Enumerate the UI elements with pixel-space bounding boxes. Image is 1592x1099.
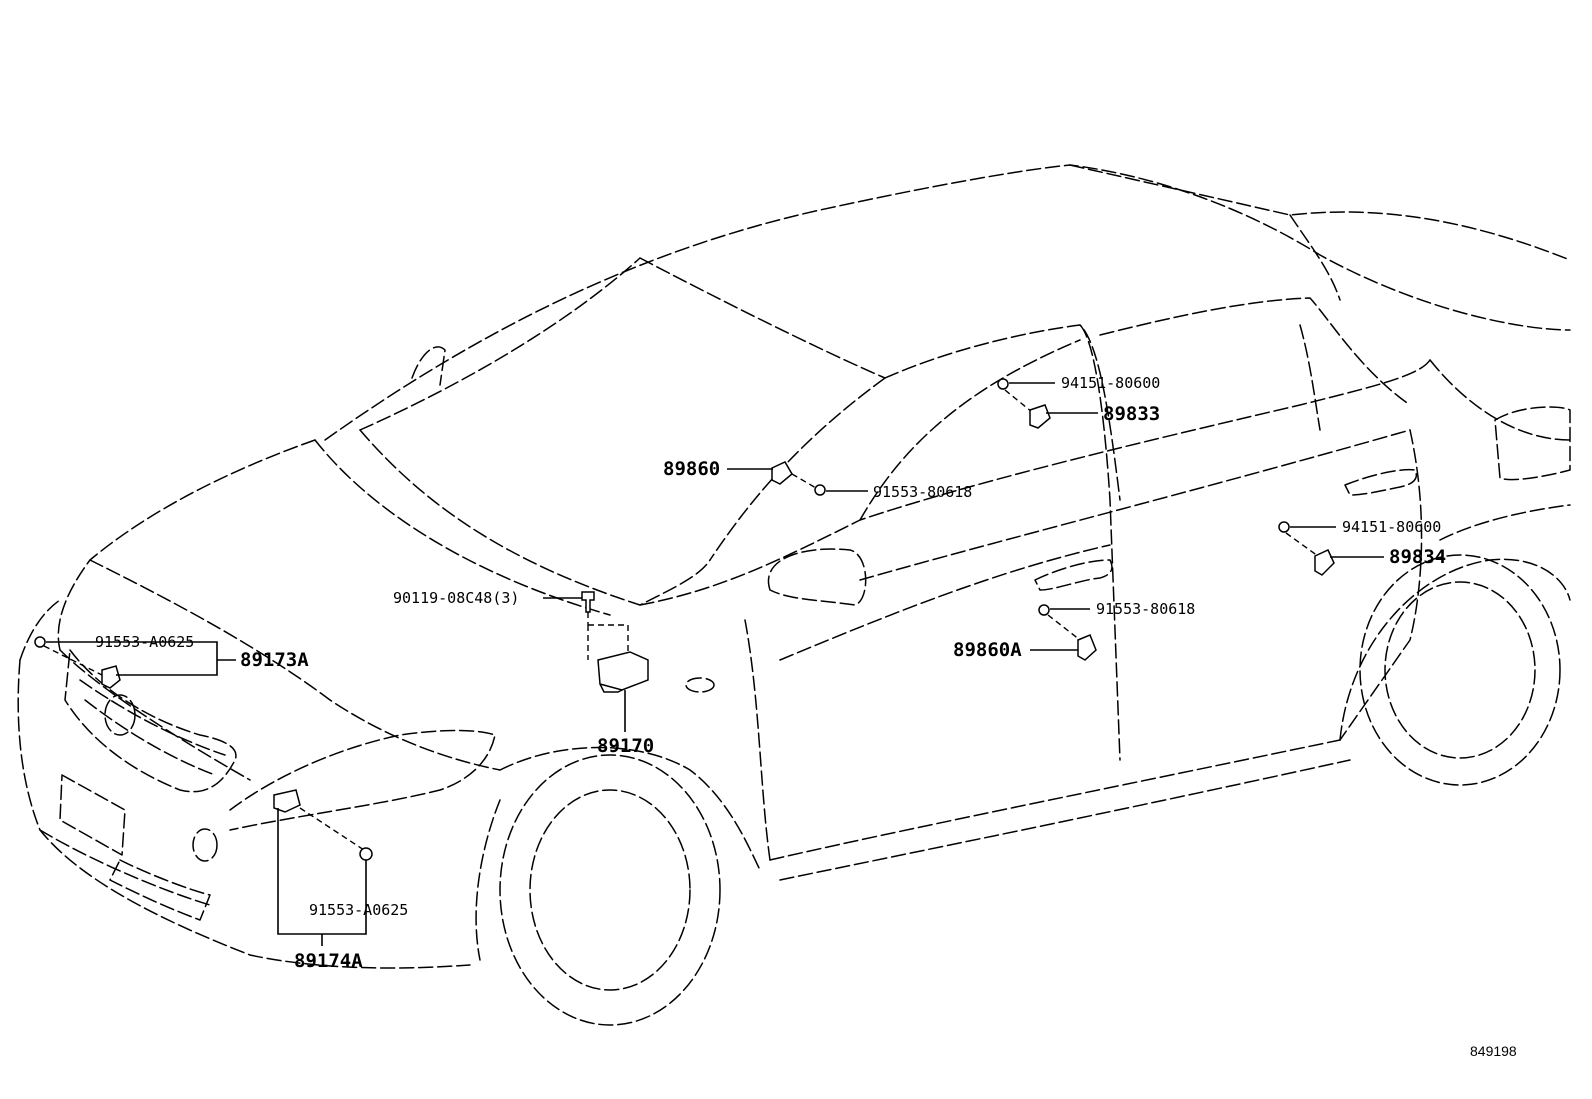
callout-91553-a0625-upper: 91553-A0625 <box>95 633 194 651</box>
airbag-ecu-89170 <box>597 651 649 691</box>
callout-89174A: 89174A <box>294 950 363 972</box>
leader-lines <box>46 382 1384 946</box>
sensor-89834 <box>1314 549 1335 576</box>
nut-94151-upper <box>997 378 1009 390</box>
bolt-91553-a0625-upper <box>34 636 46 648</box>
car-body-outline <box>17 164 1571 1026</box>
callout-89170: 89170 <box>597 735 654 757</box>
callout-labels: 94151-80600 89833 89860 91553-80618 9415… <box>95 374 1446 972</box>
callout-89833: 89833 <box>1103 403 1160 425</box>
callout-89834: 89834 <box>1389 546 1446 568</box>
callout-94151-80600-upper: 94151-80600 <box>1061 374 1160 392</box>
bolt-91553-80618-upper <box>814 484 826 496</box>
sensor-89860A <box>1077 634 1097 661</box>
bolt-90119 <box>581 591 595 613</box>
callout-89860A: 89860A <box>953 639 1022 661</box>
callout-89173A: 89173A <box>240 649 309 671</box>
callout-91553-80618-lower: 91553-80618 <box>1096 600 1195 618</box>
callout-91553-a0625-lower: 91553-A0625 <box>309 901 408 919</box>
sensor-89833 <box>1029 404 1051 429</box>
callout-94151-80600-lower: 94151-80600 <box>1342 518 1441 536</box>
sensor-89173A <box>101 665 121 689</box>
bolt-91553-a0625-lower <box>359 847 373 861</box>
sensor-89174A <box>273 789 301 813</box>
nut-94151-lower <box>1278 521 1290 533</box>
callout-89860: 89860 <box>663 458 720 480</box>
callout-91553-80618-upper: 91553-80618 <box>873 483 972 501</box>
parts <box>34 378 1335 861</box>
callout-90119-08c48: 90119-08C48(3) <box>393 589 519 607</box>
bolt-91553-80618-lower <box>1038 604 1050 616</box>
sensor-89860 <box>771 461 793 485</box>
illustration-reference-number: 849198 <box>1470 1043 1517 1059</box>
